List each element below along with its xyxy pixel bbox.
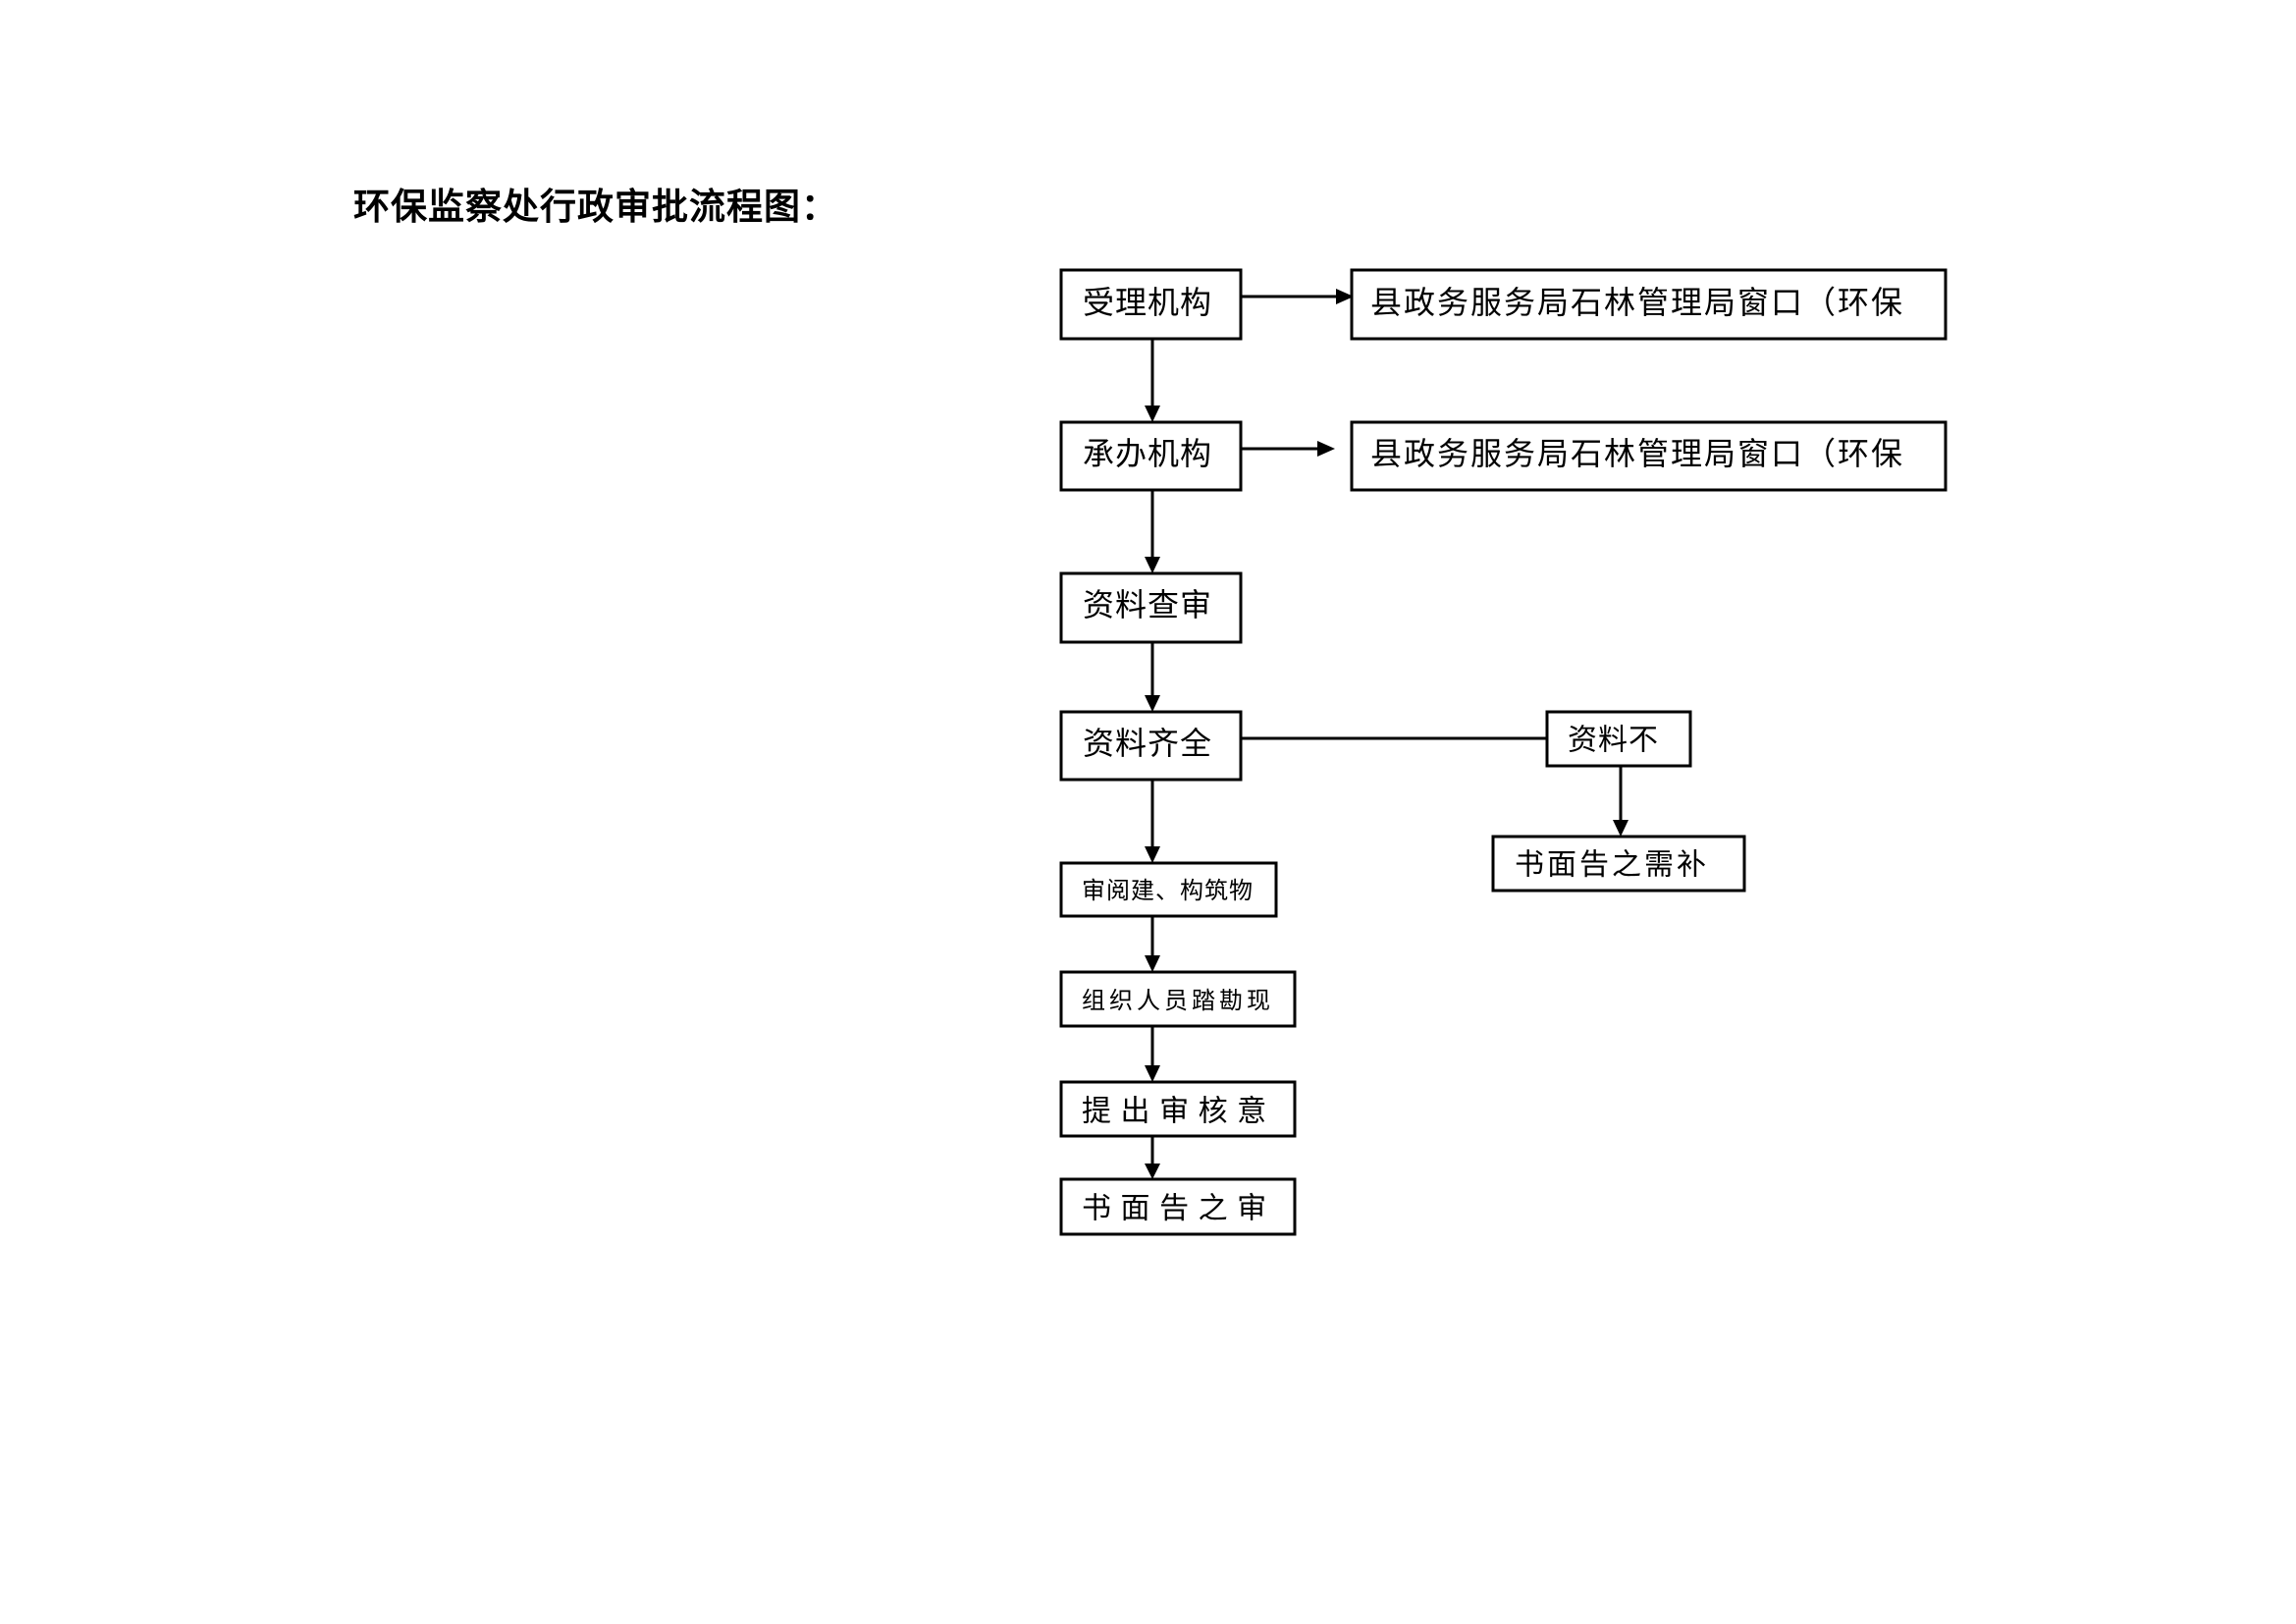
node-propose-opinion-box bbox=[1059, 1080, 1297, 1138]
arrowhead-accept-to-handle bbox=[1145, 406, 1160, 422]
page-title: 环保监察处行政审批流程图： bbox=[353, 186, 838, 228]
arrowhead-handle-to-review bbox=[1145, 557, 1160, 573]
node-site-survey-label: 组织人员踏勘现 bbox=[1082, 987, 1274, 1014]
node-accept: 受理机构 bbox=[1059, 268, 1243, 341]
node-notify-result-label: 书 面 告 之 审 bbox=[1082, 1192, 1266, 1226]
node-propose-opinion-label: 提 出 审 核 意 bbox=[1082, 1095, 1266, 1129]
arrowhead-accept-to-window bbox=[1336, 289, 1354, 304]
node-accept-window: 县政务服务局石林管理局窗口（环保 bbox=[1350, 268, 1948, 341]
node-handle-box bbox=[1059, 420, 1243, 492]
node-incomplete-box bbox=[1545, 710, 1692, 768]
node-review-box bbox=[1059, 571, 1243, 644]
node-incomplete-label: 资料不 bbox=[1568, 724, 1659, 758]
arrowhead-survey-to-propose bbox=[1145, 1065, 1160, 1082]
node-review: 资料查审 bbox=[1059, 571, 1243, 644]
arrowhead-incomplete-to-notify bbox=[1613, 820, 1629, 837]
node-accept-window-box bbox=[1350, 268, 1948, 341]
node-notify-supplement: 书面告之需补 bbox=[1491, 835, 1746, 893]
node-handle-window-label: 县政务服务局石林管理局窗口（环保 bbox=[1370, 435, 1904, 472]
node-accept-window-label: 县政务服务局石林管理局窗口（环保 bbox=[1370, 284, 1904, 321]
node-site-survey-box bbox=[1059, 970, 1297, 1028]
node-propose-opinion: 提 出 审 核 意 bbox=[1059, 1080, 1297, 1138]
node-site-survey: 组织人员踏勘现 bbox=[1059, 970, 1297, 1028]
node-accept-box bbox=[1059, 268, 1243, 341]
arrowhead-review-to-complete bbox=[1145, 695, 1160, 712]
node-read-buildings: 审阅建、构筑物 bbox=[1059, 861, 1278, 918]
node-notify-supplement-box bbox=[1491, 835, 1746, 893]
node-notify-result-box bbox=[1059, 1177, 1297, 1236]
arrowhead-handle-to-window bbox=[1317, 441, 1335, 457]
node-read-buildings-label: 审阅建、构筑物 bbox=[1082, 877, 1254, 904]
connectors bbox=[1145, 289, 1629, 1179]
node-handle-window-box bbox=[1350, 420, 1948, 492]
node-complete-label: 资料齐全 bbox=[1083, 725, 1212, 762]
node-accept-label: 受理机构 bbox=[1083, 284, 1212, 321]
node-handle: 承办机构 bbox=[1059, 420, 1243, 492]
node-notify-result: 书 面 告 之 审 bbox=[1059, 1177, 1297, 1236]
arrowhead-propose-to-notify-result bbox=[1145, 1164, 1160, 1179]
node-handle-label: 承办机构 bbox=[1083, 435, 1212, 472]
arrowhead-complete-to-read bbox=[1145, 846, 1160, 863]
node-read-buildings-box bbox=[1059, 861, 1278, 918]
node-complete-box bbox=[1059, 710, 1243, 782]
arrowhead-read-to-survey bbox=[1145, 955, 1160, 972]
node-handle-window: 县政务服务局石林管理局窗口（环保 bbox=[1350, 420, 1948, 492]
node-notify-supplement-label: 书面告之需补 bbox=[1515, 848, 1709, 883]
node-review-label: 资料查审 bbox=[1083, 586, 1212, 623]
node-complete: 资料齐全 bbox=[1059, 710, 1243, 782]
node-incomplete: 资料不 bbox=[1545, 710, 1692, 768]
